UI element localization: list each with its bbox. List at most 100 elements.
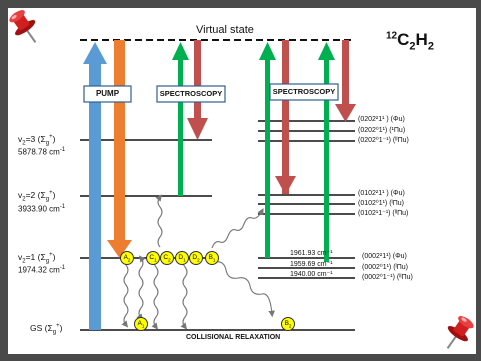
spectro-right-green2-shaft <box>324 58 329 262</box>
pump-blue-arrowhead <box>83 42 107 64</box>
state-low-1: (0002²1¹) (Φu) <box>362 253 407 260</box>
v2-2-close: ) <box>52 190 56 200</box>
title-mass: 12 <box>386 30 398 42</box>
marker-d2-main: D <box>192 254 198 261</box>
level-v2-2-label: v2=2 (Σg+) <box>18 190 55 203</box>
spectro-left-green-arrowhead <box>172 42 189 60</box>
v2-2-energy-exp: -1 <box>59 204 66 210</box>
spectro-right-red1-arrowhead <box>275 176 296 195</box>
marker-d1: D1 <box>175 251 189 265</box>
v2-3-v: v <box>18 134 23 144</box>
energy-low-3: 1940.00 cm⁻¹ <box>290 271 333 278</box>
pump-blue-shaft <box>89 62 101 330</box>
title-h: H <box>415 30 428 49</box>
marker-a1-sub: 1 <box>141 323 145 329</box>
level-v2-1-energy: 1974.32 cm-1 <box>18 265 65 275</box>
marker-c2: C2 <box>160 251 174 265</box>
marker-b1-sub: 1 <box>212 257 216 263</box>
v2-1-v: v <box>18 252 23 262</box>
state-mid-1: (0102²1¹ ) (Φu) <box>358 190 405 197</box>
push-pin-icon <box>9 10 37 43</box>
level-v2-1-label: v2=1 (Σg+) <box>18 252 55 265</box>
spectro-right-green1-shaft <box>265 58 270 258</box>
v2-3-energy-value: 5878.78 cm <box>18 147 60 157</box>
v2-3-energy-exp: -1 <box>59 147 66 153</box>
spectro-right-green2-arrowhead <box>318 42 335 60</box>
marker-d2-sub: 2 <box>197 257 200 263</box>
marker-a2-sub: 2 <box>127 257 131 263</box>
wavy-arrow-b1-to-b2 <box>213 261 275 318</box>
v2-3-sub: 2 <box>22 140 26 147</box>
v2-2-rest: =2 (Σ <box>25 190 46 200</box>
gs-sup: + <box>56 323 60 330</box>
gs-sub: g <box>52 329 57 336</box>
pump-orange-arrowhead <box>107 240 132 258</box>
marker-b2: B2 <box>281 317 295 331</box>
v2-2-sub: 2 <box>22 196 26 203</box>
v2-1-energy-exp: -1 <box>59 265 66 271</box>
pump-label-box <box>83 85 132 103</box>
spectroscopy-left-label: SPECTROSCOPY <box>159 89 223 98</box>
wavy-arrow-d <box>180 256 188 330</box>
wavy-arrow-b1-to-mid <box>211 208 264 249</box>
spectroscopy-right-box <box>269 83 339 101</box>
title-sub1: 2 <box>409 40 416 53</box>
level-v2-3-label: v2=3 (Σg+) <box>18 134 55 147</box>
v2-1-sub: 2 <box>22 258 26 265</box>
marker-b1: B1 <box>205 251 219 265</box>
state-low-3: (0002⁰1⁻¹) (ᴵᴵΠu) <box>362 274 413 281</box>
pump-label: PUMP <box>95 89 120 98</box>
v2-1-plus: + <box>49 252 53 259</box>
v2-2-plus: + <box>49 190 53 197</box>
wavy-arrow-c <box>151 256 159 330</box>
marker-a2: A2 <box>120 251 134 265</box>
marker-d1-sub: 1 <box>183 257 186 263</box>
v2-3-close: ) <box>52 134 56 144</box>
wavy-arrow-a1-1 <box>121 252 129 328</box>
v2-2-energy-value: 3933.90 cm <box>18 204 60 214</box>
marker-d1-main: D <box>178 254 184 261</box>
marker-c1: C1 <box>146 251 160 265</box>
state-low-2: (0002⁰1¹) (ᴵΠu) <box>362 264 408 271</box>
state-top-3: (0202⁰1⁻¹) (ᴵᴵΠu) <box>358 137 409 144</box>
slide-panel <box>8 8 476 354</box>
level-v2-2-energy: 3933.90 cm-1 <box>18 204 65 214</box>
title-sub2: 2 <box>427 40 434 53</box>
pump-orange-shaft <box>114 40 125 242</box>
ground-state-label: GS (Σg+) <box>30 323 62 336</box>
marker-c2-main: C <box>163 254 169 261</box>
v2-3-rest: =3 (Σ <box>25 134 46 144</box>
v2-3-g: g <box>45 140 50 147</box>
virtual-state-label: Virtual state <box>196 24 254 36</box>
spectroscopy-left-box <box>156 85 226 103</box>
v2-1-energy-value: 1974.32 cm <box>18 265 60 275</box>
spectro-left-red-arrowhead <box>187 118 208 140</box>
spectro-left-red-shaft <box>194 40 201 120</box>
v2-1-close: ) <box>52 252 56 262</box>
spectro-right-red2-arrowhead <box>335 104 356 122</box>
v2-3-plus: + <box>49 134 53 141</box>
marker-b2-main: B <box>284 320 289 327</box>
wavy-arrow-c-up <box>155 194 163 248</box>
state-mid-2: (0102⁰1¹) (ᴵΠu) <box>358 200 404 207</box>
state-top-1: (0202²1¹ ) (Φu) <box>358 116 405 123</box>
spectro-left-green-shaft <box>178 58 183 196</box>
wavy-arrow-a1-2 <box>136 255 146 321</box>
state-top-2: (0202⁰1¹) (¹Πu) <box>358 127 406 134</box>
marker-c1-main: C <box>149 254 155 261</box>
spectro-right-red2-shaft <box>342 40 349 112</box>
level-v2-3-energy: 5878.78 cm-1 <box>18 147 65 157</box>
energy-low-1: 1961.93 cm⁻¹ <box>290 250 333 257</box>
marker-b1-main: B <box>208 254 213 261</box>
collisional-relaxation-label: COLLISIONAL RELAXATION <box>186 334 281 341</box>
marker-a1-main: A <box>137 320 142 327</box>
marker-a2-main: A <box>123 254 128 261</box>
state-mid-3: (0102¹1⁻¹) (ᴵᴵΠu) <box>358 210 409 217</box>
v2-1-g: g <box>45 258 50 265</box>
marker-c1-sub: 1 <box>154 257 157 263</box>
spectroscopy-right-label: SPECTROSCOPY <box>272 87 336 96</box>
v2-2-g: g <box>45 196 50 203</box>
v2-1-rest: =1 (Σ <box>25 252 46 262</box>
